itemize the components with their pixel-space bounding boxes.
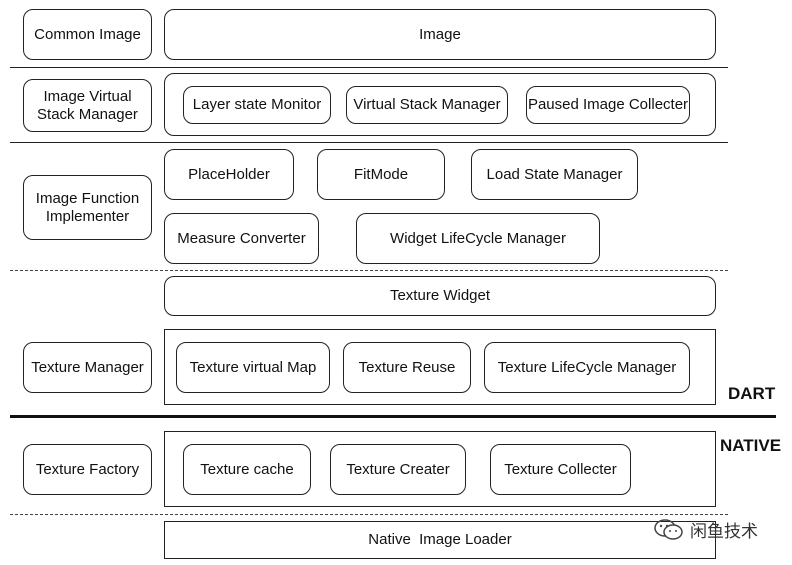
image-virtual-stack-manager-label: Image Virtual Stack Manager xyxy=(23,79,152,132)
wechat-icon xyxy=(654,518,683,540)
texture-widget-box: Texture Widget xyxy=(164,276,716,316)
dart-layer-label: DART xyxy=(728,384,776,403)
measure-converter-box: Measure Converter xyxy=(164,213,319,264)
texture-creater-box: Texture Creater xyxy=(330,444,466,495)
texture-factory-label: Texture Factory xyxy=(23,444,152,495)
native-image-loader-box: Native Image Loader xyxy=(164,521,716,559)
texture-manager-label: Texture Manager xyxy=(23,342,152,393)
separator-line xyxy=(10,142,728,143)
image-function-implementer-label: Image Function Implementer xyxy=(23,175,152,240)
load-state-manager-box: Load State Manager xyxy=(471,149,638,200)
dashed-separator xyxy=(10,514,728,515)
virtual-stack-manager-box: Virtual Stack Manager xyxy=(346,86,508,124)
layer-state-monitor-box: Layer state Monitor xyxy=(183,86,331,124)
watermark-text: 闲鱼技术 xyxy=(690,522,758,541)
native-layer-label: NATIVE xyxy=(720,436,782,455)
dashed-separator xyxy=(10,270,728,271)
paused-image-collecter-box: Paused Image Collecter xyxy=(526,86,690,124)
texture-reuse-box: Texture Reuse xyxy=(343,342,471,393)
separator-line xyxy=(10,67,728,68)
texture-collecter-box: Texture Collecter xyxy=(490,444,631,495)
fitmode-box: FitMode xyxy=(317,149,445,200)
texture-virtual-map-box: Texture virtual Map xyxy=(176,342,330,393)
dart-native-divider xyxy=(10,415,776,418)
watermark: 闲鱼技术 xyxy=(654,517,758,542)
texture-lifecycle-manager-box: Texture LifeCycle Manager xyxy=(484,342,690,393)
placeholder-box: PlaceHolder xyxy=(164,149,294,200)
image-box: Image xyxy=(164,9,716,60)
texture-cache-box: Texture cache xyxy=(183,444,311,495)
common-image-label: Common Image xyxy=(23,9,152,60)
widget-lifecycle-manager-box: Widget LifeCycle Manager xyxy=(356,213,600,264)
